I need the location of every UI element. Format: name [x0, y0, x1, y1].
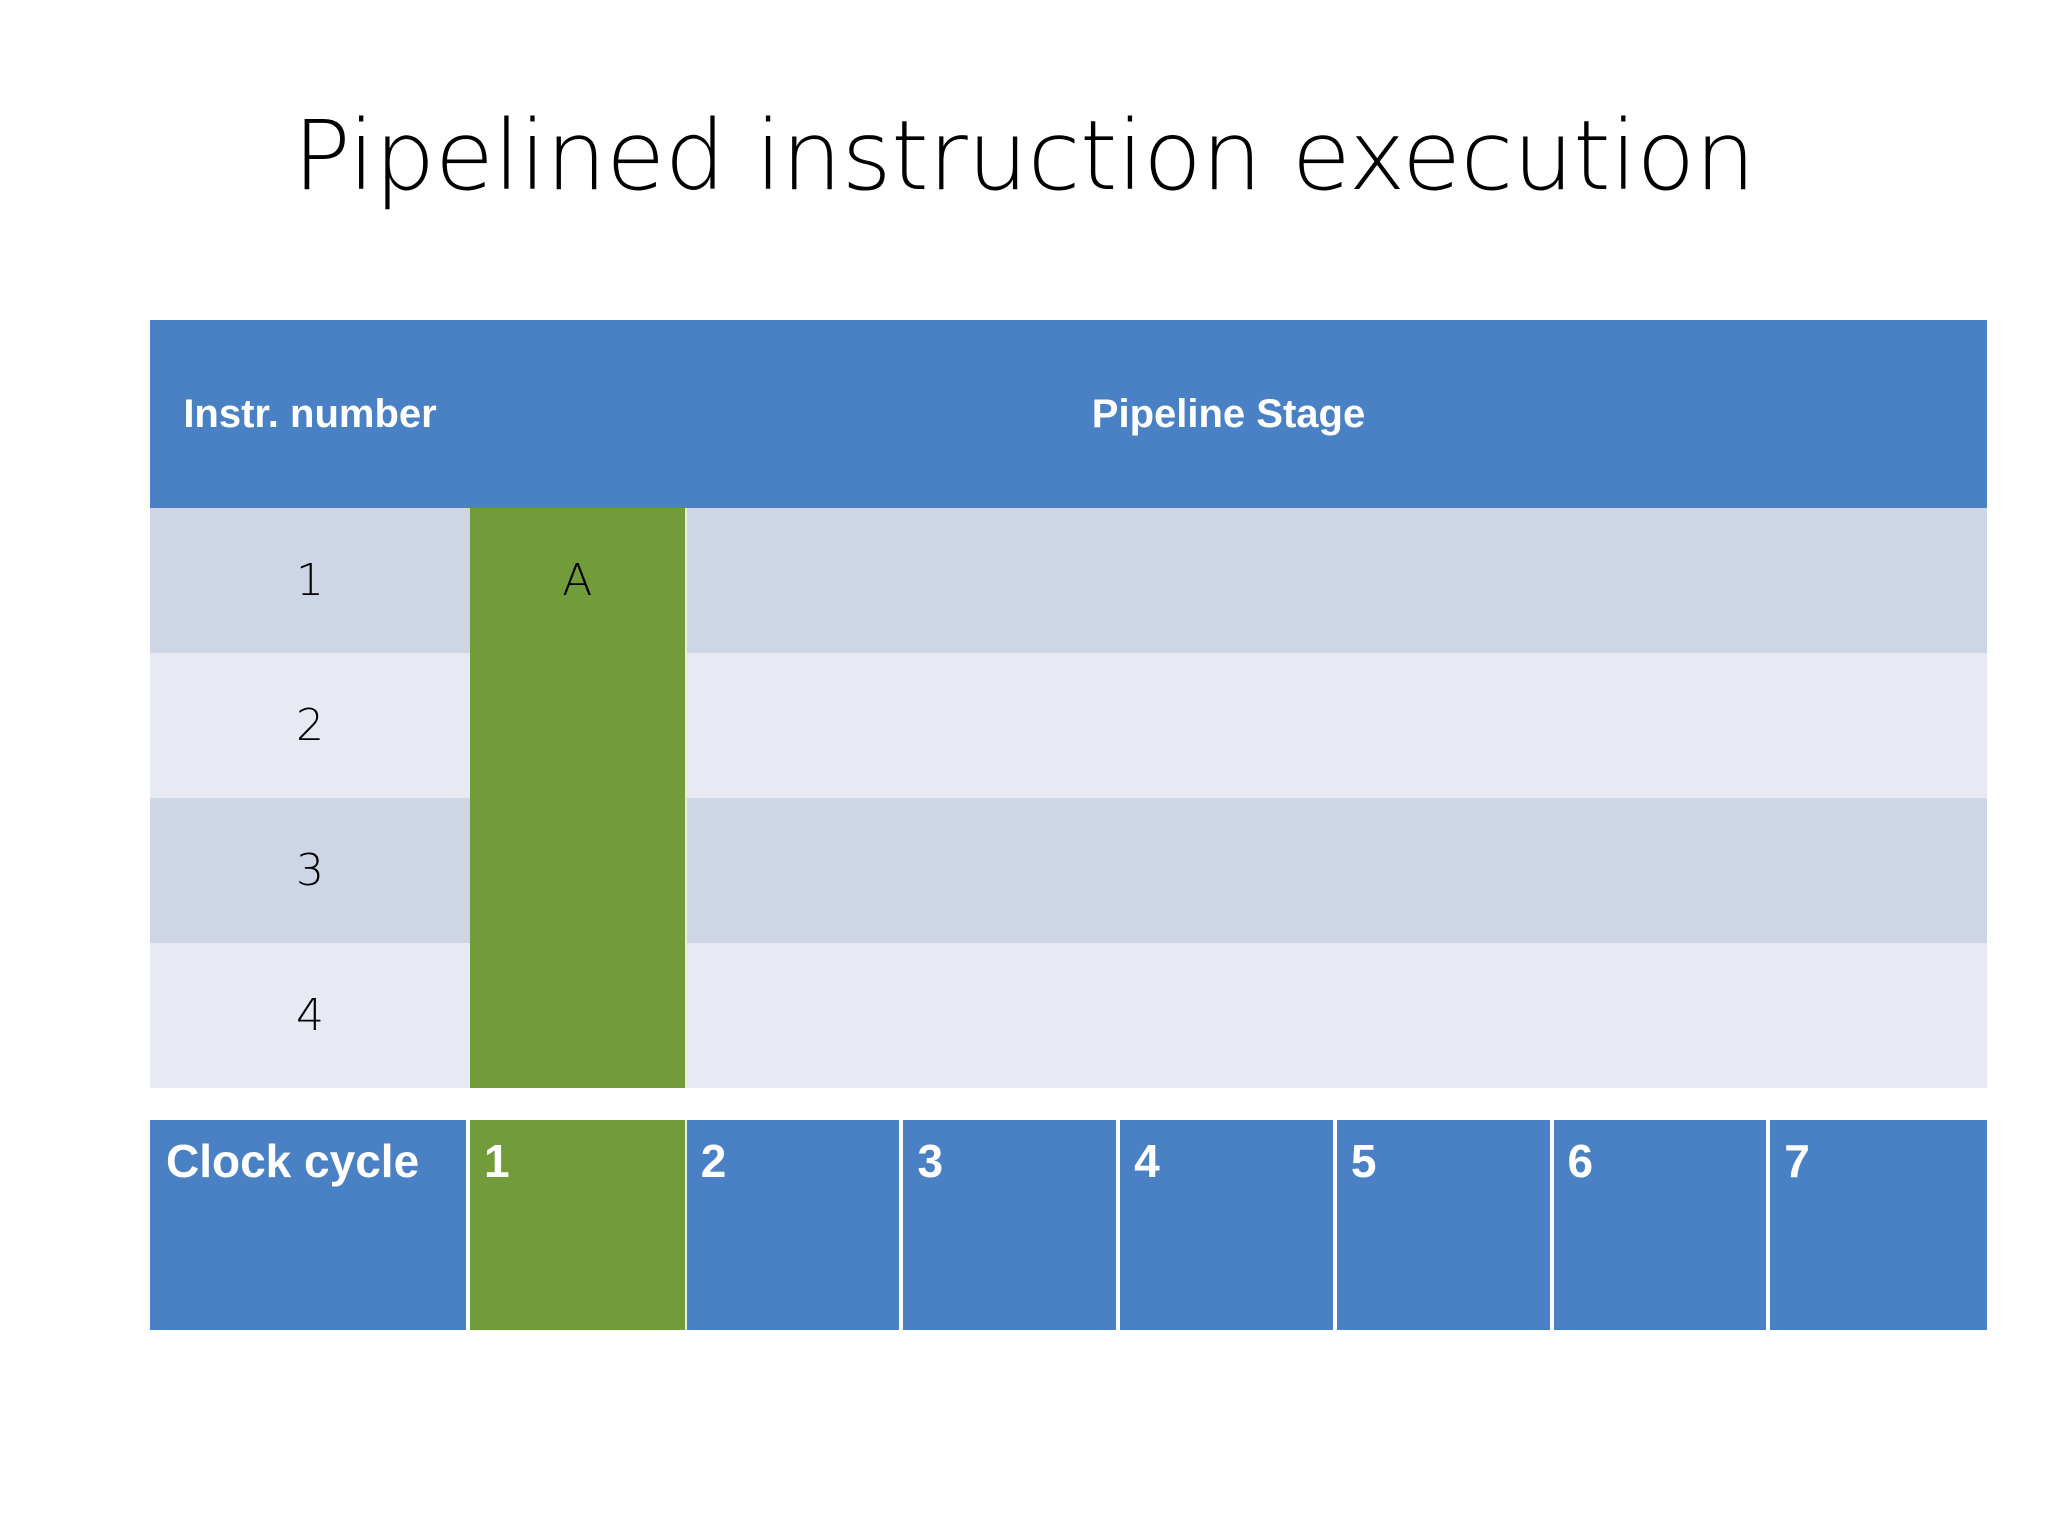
- clock-cycle-4[interactable]: 4: [1120, 1120, 1337, 1330]
- clock-cycle-3[interactable]: 3: [903, 1120, 1121, 1330]
- page-title: Pipelined instruction execution: [292, 100, 1756, 212]
- clock-cycle-2[interactable]: 2: [686, 1120, 904, 1330]
- pipeline-table: Instr. number Pipeline Stage 1 A 2 3: [150, 320, 1987, 1088]
- stage-cell-2-7[interactable]: [1770, 653, 1987, 798]
- clock-cycle-label: Clock cycle: [150, 1120, 471, 1330]
- column-header-pipeline-stage: Pipeline Stage: [470, 320, 1987, 508]
- stage-cell-2-1[interactable]: [470, 653, 687, 798]
- table-row: 2: [150, 653, 1987, 798]
- instr-number-cell: 1: [150, 508, 471, 653]
- stage-cell-4-2[interactable]: [686, 943, 904, 1088]
- stage-cell-2-5[interactable]: [1336, 653, 1554, 798]
- clock-cycle-body: Clock cycle 1 2 3 4 5 6 7: [150, 1120, 1987, 1330]
- stage-cell-2-2[interactable]: [686, 653, 904, 798]
- stage-cell-4-4[interactable]: [1120, 943, 1337, 1088]
- stage-cell-4-7[interactable]: [1770, 943, 1987, 1088]
- table-row: 4: [150, 943, 1987, 1088]
- stage-cell-1-3[interactable]: [903, 508, 1121, 653]
- pipeline-table-header: Instr. number Pipeline Stage: [150, 320, 1987, 508]
- stage-cell-4-6[interactable]: [1553, 943, 1771, 1088]
- stage-cell-3-7[interactable]: [1770, 798, 1987, 943]
- instr-number-cell: 2: [150, 653, 471, 798]
- stage-cell-1-6[interactable]: [1553, 508, 1771, 653]
- stage-cell-3-4[interactable]: [1120, 798, 1337, 943]
- header-row: Instr. number Pipeline Stage: [150, 320, 1987, 508]
- stage-cell-3-1[interactable]: [470, 798, 687, 943]
- column-header-instr-number: Instr. number: [150, 320, 471, 508]
- table-row: 3: [150, 798, 1987, 943]
- clock-cycle-5[interactable]: 5: [1336, 1120, 1554, 1330]
- stage-cell-1-1[interactable]: A: [470, 508, 687, 653]
- stage-cell-2-3[interactable]: [903, 653, 1121, 798]
- stage-cell-2-6[interactable]: [1553, 653, 1771, 798]
- clock-cycle-row: Clock cycle 1 2 3 4 5 6 7: [150, 1120, 1987, 1330]
- stage-cell-4-1[interactable]: [470, 943, 687, 1088]
- stage-cell-2-4[interactable]: [1120, 653, 1337, 798]
- table-row: 1 A: [150, 508, 1987, 653]
- stage-cell-3-3[interactable]: [903, 798, 1121, 943]
- stage-cell-1-4[interactable]: [1120, 508, 1337, 653]
- stage-cell-3-2[interactable]: [686, 798, 904, 943]
- stage-cell-1-2[interactable]: [686, 508, 904, 653]
- stage-cell-4-5[interactable]: [1336, 943, 1554, 1088]
- clock-cycle-6[interactable]: 6: [1553, 1120, 1771, 1330]
- clock-cycle-7[interactable]: 7: [1770, 1120, 1987, 1330]
- instr-number-cell: 4: [150, 943, 471, 1088]
- stage-cell-4-3[interactable]: [903, 943, 1121, 1088]
- clock-cycle-1[interactable]: 1: [470, 1120, 687, 1330]
- stage-cell-1-7[interactable]: [1770, 508, 1987, 653]
- pipeline-table-body: 1 A 2 3: [150, 508, 1987, 1088]
- stage-cell-3-6[interactable]: [1553, 798, 1771, 943]
- stage-cell-3-5[interactable]: [1336, 798, 1554, 943]
- clock-cycle-table: Clock cycle 1 2 3 4 5 6 7: [150, 1120, 1987, 1330]
- stage-cell-1-5[interactable]: [1336, 508, 1554, 653]
- instr-number-cell: 3: [150, 798, 471, 943]
